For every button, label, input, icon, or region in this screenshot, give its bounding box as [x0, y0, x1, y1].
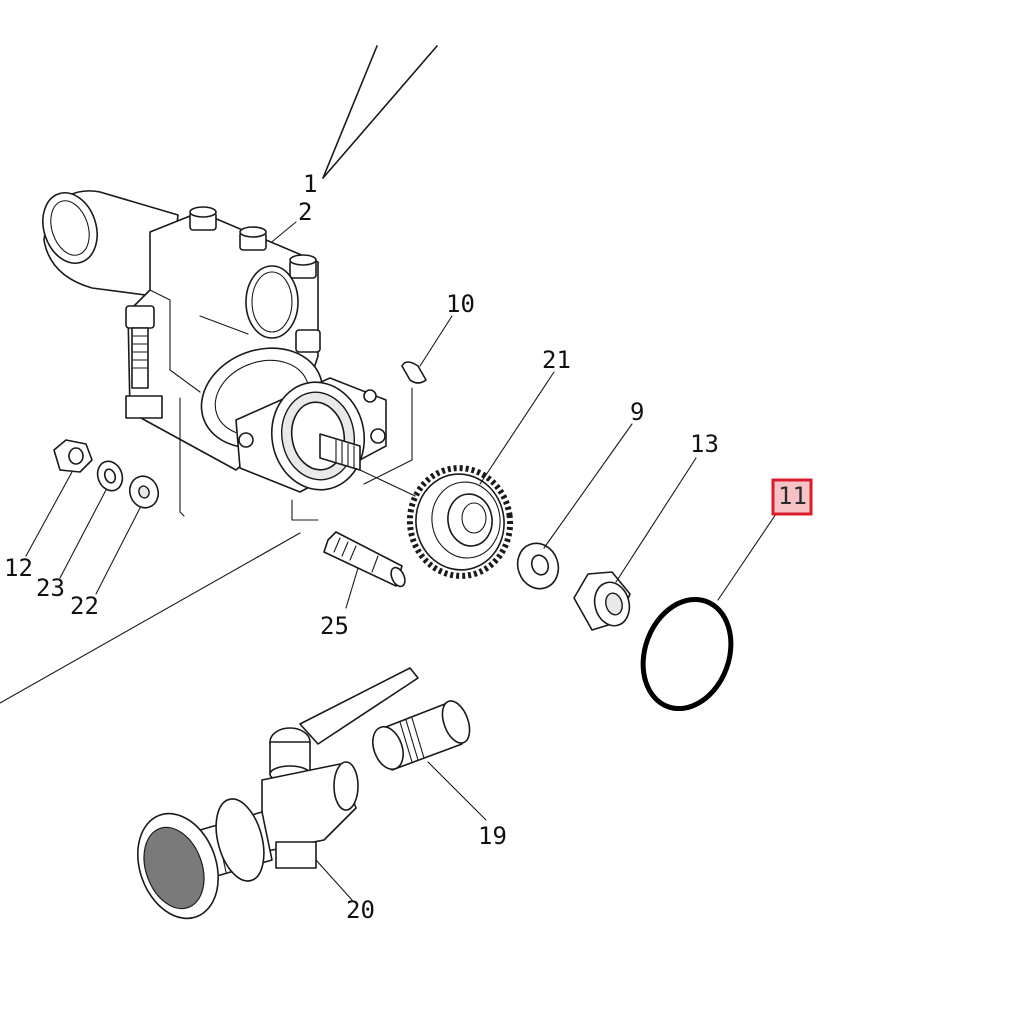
callout-22[interactable]: 22 — [70, 592, 99, 620]
callout-25[interactable]: 25 — [320, 612, 349, 640]
callout-19[interactable]: 19 — [478, 822, 507, 850]
nut-13 — [573, 571, 631, 631]
callout-12[interactable]: 12 — [4, 554, 33, 582]
side-studs — [125, 305, 321, 419]
leader-lines — [25, 315, 777, 901]
callout-11-highlight[interactable] — [771, 478, 813, 516]
callout-13[interactable]: 13 — [690, 430, 719, 458]
drain-cock — [136, 667, 471, 920]
callout-labels: 1 2 10 21 9 13 11 12 23 22 25 19 20 — [4, 170, 807, 924]
callout-23[interactable]: 23 — [36, 574, 65, 602]
callout-20[interactable]: 20 — [346, 896, 375, 924]
callout-1[interactable]: 1 — [303, 170, 317, 198]
washer-9 — [516, 542, 560, 590]
pump-body — [42, 190, 413, 521]
left-small-parts — [53, 439, 160, 509]
callout-9[interactable]: 9 — [630, 398, 644, 426]
stud-bolt — [323, 531, 406, 588]
o-ring — [640, 596, 734, 712]
drive-gear — [406, 465, 514, 579]
callout-2[interactable]: 2 — [298, 198, 312, 226]
woodruff-key — [401, 361, 427, 384]
reference-line — [0, 532, 301, 704]
shaft-spline — [335, 439, 355, 469]
callout-21[interactable]: 21 — [542, 346, 571, 374]
assembly-pointer-lines — [261, 45, 438, 251]
callout-10[interactable]: 10 — [446, 290, 475, 318]
top-bolts — [189, 206, 317, 279]
callout-11[interactable]: 11 — [778, 482, 807, 510]
